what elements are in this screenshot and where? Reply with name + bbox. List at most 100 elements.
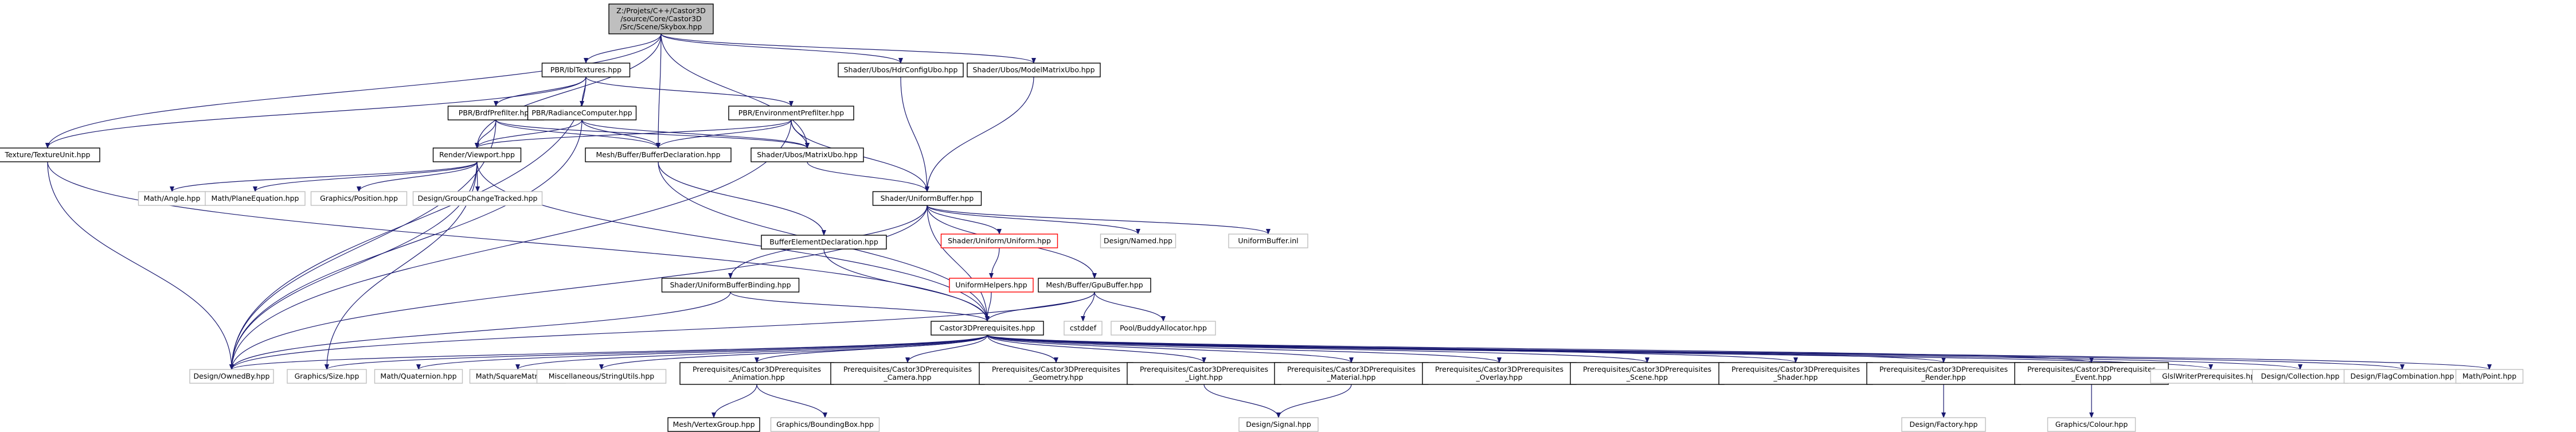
node-label: Miscellaneous/StringUtils.hpp xyxy=(549,372,654,380)
node-misc-su[interactable]: Miscellaneous/StringUtils.hpp xyxy=(536,369,667,384)
edge-root-to-tex-unit xyxy=(45,33,662,149)
node-prereq[interactable]: Castor3DPrerequisites.hpp xyxy=(931,321,1044,336)
node-d-coll[interactable]: Design/Collection.hpp xyxy=(2251,369,2349,384)
node-p-light[interactable]: Prerequisites/Castor3DPrerequisites_Ligh… xyxy=(1127,362,1281,385)
edge-ubb-to-owned xyxy=(229,291,731,370)
edge-viewport-to-m-plane xyxy=(253,161,478,192)
node-label: Math/PlaneEquation.hpp xyxy=(212,194,299,203)
node-box xyxy=(830,362,985,385)
node-g-colour[interactable]: Graphics/Colour.hpp xyxy=(2047,417,2136,432)
node-uni-helpers[interactable]: UniformHelpers.hpp xyxy=(949,278,1034,293)
node-box xyxy=(608,3,714,34)
node-label: Design/OwnedBy.hpp xyxy=(194,372,270,380)
node-box xyxy=(138,191,206,206)
edge-gpu-buf-to-owned xyxy=(229,291,1095,370)
node-p-event[interactable]: Prerequisites/Castor3DPrerequisites_Even… xyxy=(2014,362,2169,385)
node-m-point[interactable]: Math/Point.hpp xyxy=(2455,369,2524,384)
edge-pbr-ibl-to-brdf xyxy=(494,76,587,107)
node-label: Prerequisites/Castor3DPrerequisites xyxy=(693,365,821,373)
node-box xyxy=(838,63,964,77)
edge-uni-buf-to-prereq xyxy=(927,205,990,322)
node-box xyxy=(872,191,982,206)
node-label: _Event.hpp xyxy=(2071,373,2112,382)
edge-p-light-to-d-signal xyxy=(1203,384,1281,418)
node-tex-unit[interactable]: Texture/TextureUnit.hpp xyxy=(0,147,100,162)
node-label: _Geometry.hpp xyxy=(1029,373,1084,382)
node-m-angle[interactable]: Math/Angle.hpp xyxy=(138,191,206,206)
edge-gpu-buf-to-cstddef xyxy=(1081,291,1095,322)
node-label: Mesh/Buffer/GpuBuffer.hpp xyxy=(1046,281,1143,289)
node-p-anim[interactable]: Prerequisites/Castor3DPrerequisites_Anim… xyxy=(679,362,834,385)
node-g-bbox[interactable]: Graphics/BoundingBox.hpp xyxy=(770,417,880,432)
node-glsl[interactable]: GlslWriterPrerequisites.hpp xyxy=(2150,369,2272,384)
node-p-geo[interactable]: Prerequisites/Castor3DPrerequisites_Geom… xyxy=(979,362,1133,385)
node-box xyxy=(1111,321,1216,336)
node-gpu-buf[interactable]: Mesh/Buffer/GpuBuffer.hpp xyxy=(1038,278,1151,293)
node-buddy[interactable]: Pool/BuddyAllocator.hpp xyxy=(1111,321,1216,336)
node-box xyxy=(536,369,667,384)
node-hdr-ubo[interactable]: Shader/Ubos/HdrConfigUbo.hpp xyxy=(838,63,964,77)
node-d-factory[interactable]: Design/Factory.hpp xyxy=(1901,417,1986,432)
node-box xyxy=(1228,233,1308,248)
edge-radiance-to-buf-decl xyxy=(581,119,660,149)
node-label: Prerequisites/Castor3DPrerequisites xyxy=(1879,365,2008,373)
node-g-size[interactable]: Graphics/Size.hpp xyxy=(287,369,367,384)
edge-prereq-to-g-size xyxy=(325,334,988,370)
node-g-pos[interactable]: Graphics/Position.hpp xyxy=(310,191,408,206)
edge-buf-elem-to-prereq xyxy=(823,248,990,322)
node-p-render[interactable]: Prerequisites/Castor3DPrerequisites_Rend… xyxy=(1866,362,2021,385)
edge-prereq-to-p-geo xyxy=(987,334,1058,363)
node-label: Shader/Ubos/ModelMatrixUbo.hpp xyxy=(972,65,1094,74)
node-box xyxy=(728,106,854,120)
node-buf-decl[interactable]: Mesh/Buffer/BufferDeclaration.hpp xyxy=(585,147,732,162)
node-box xyxy=(1038,278,1151,293)
node-ubb[interactable]: Shader/UniformBufferBinding.hpp xyxy=(661,278,800,293)
node-box xyxy=(2150,369,2272,384)
node-box xyxy=(287,369,367,384)
node-p-cam[interactable]: Prerequisites/Castor3DPrerequisites_Came… xyxy=(830,362,985,385)
edge-tex-unit-to-prereq xyxy=(47,161,990,322)
node-label: UniformHelpers.hpp xyxy=(955,281,1027,289)
edge-prereq-to-p-scene xyxy=(987,334,1649,363)
node-d-flag[interactable]: Design/FlagCombination.hpp xyxy=(2343,369,2461,384)
node-label: Graphics/Size.hpp xyxy=(295,372,359,380)
node-m-plane[interactable]: Math/PlaneEquation.hpp xyxy=(205,191,306,206)
edge-prereq-to-p-event xyxy=(987,334,2094,363)
node-radiance[interactable]: PBR/RadianceComputer.hpp xyxy=(527,106,637,120)
edge-ubb-to-prereq xyxy=(730,291,990,322)
edge-tex-unit-to-owned xyxy=(47,161,234,370)
node-m-quat[interactable]: Math/Quaternion.hpp xyxy=(374,369,463,384)
node-p-shader[interactable]: Prerequisites/Castor3DPrerequisites_Shad… xyxy=(1718,362,1873,385)
node-owned[interactable]: Design/OwnedBy.hpp xyxy=(189,369,274,384)
node-d-signal[interactable]: Design/Signal.hpp xyxy=(1238,417,1319,432)
node-p-scene[interactable]: Prerequisites/Castor3DPrerequisites_Scen… xyxy=(1570,362,1725,385)
node-root[interactable]: Z:/Projets/C++/Castor3D/source/Core/Cast… xyxy=(608,3,714,34)
node-label: _Scene.hpp xyxy=(1626,373,1668,382)
edge-prereq-to-p-cam xyxy=(905,334,988,363)
node-label: Math/Angle.hpp xyxy=(144,194,201,203)
edge-prereq-to-p-mat xyxy=(987,334,1354,363)
node-box xyxy=(1274,362,1429,385)
edge-p-anim-to-vgroup xyxy=(712,384,757,418)
node-env-pref[interactable]: PBR/EnvironmentPrefilter.hpp xyxy=(728,106,854,120)
node-uniform[interactable]: Shader/Uniform/Uniform.hpp xyxy=(940,233,1058,248)
edge-pbr-ibl-to-env-pref xyxy=(585,76,793,107)
node-p-ovl[interactable]: Prerequisites/Castor3DPrerequisites_Over… xyxy=(1422,362,1577,385)
node-ub-inl[interactable]: UniformBuffer.inl xyxy=(1228,233,1308,248)
node-viewport[interactable]: Render/Viewport.hpp xyxy=(432,147,522,162)
node-p-mat[interactable]: Prerequisites/Castor3DPrerequisites_Mate… xyxy=(1274,362,1429,385)
node-label: Prerequisites/Castor3DPrerequisites xyxy=(1140,365,1268,373)
node-label: Mesh/Buffer/BufferDeclaration.hpp xyxy=(596,150,720,159)
node-buf-elem[interactable]: BufferElementDeclaration.hpp xyxy=(761,235,887,250)
node-d-gct[interactable]: Design/GroupChangeTracked.hpp xyxy=(412,191,543,206)
node-d-named[interactable]: Design/Named.hpp xyxy=(1100,233,1176,248)
node-model-ubo[interactable]: Shader/Ubos/ModelMatrixUbo.hpp xyxy=(967,63,1101,77)
node-matrix-ubo[interactable]: Shader/Ubos/MatrixUbo.hpp xyxy=(750,147,864,162)
node-uni-buf[interactable]: Shader/UniformBuffer.hpp xyxy=(872,191,982,206)
edge-buf-decl-to-buf-elem xyxy=(658,161,826,236)
node-vgroup[interactable]: Mesh/VertexGroup.hpp xyxy=(667,417,760,432)
node-box xyxy=(1100,233,1176,248)
edge-uniform-to-uni-helpers xyxy=(989,247,1000,279)
node-cstddef[interactable]: cstddef xyxy=(1064,321,1103,336)
node-pbr-ibl[interactable]: PBR/IblTextures.hpp xyxy=(541,63,631,77)
